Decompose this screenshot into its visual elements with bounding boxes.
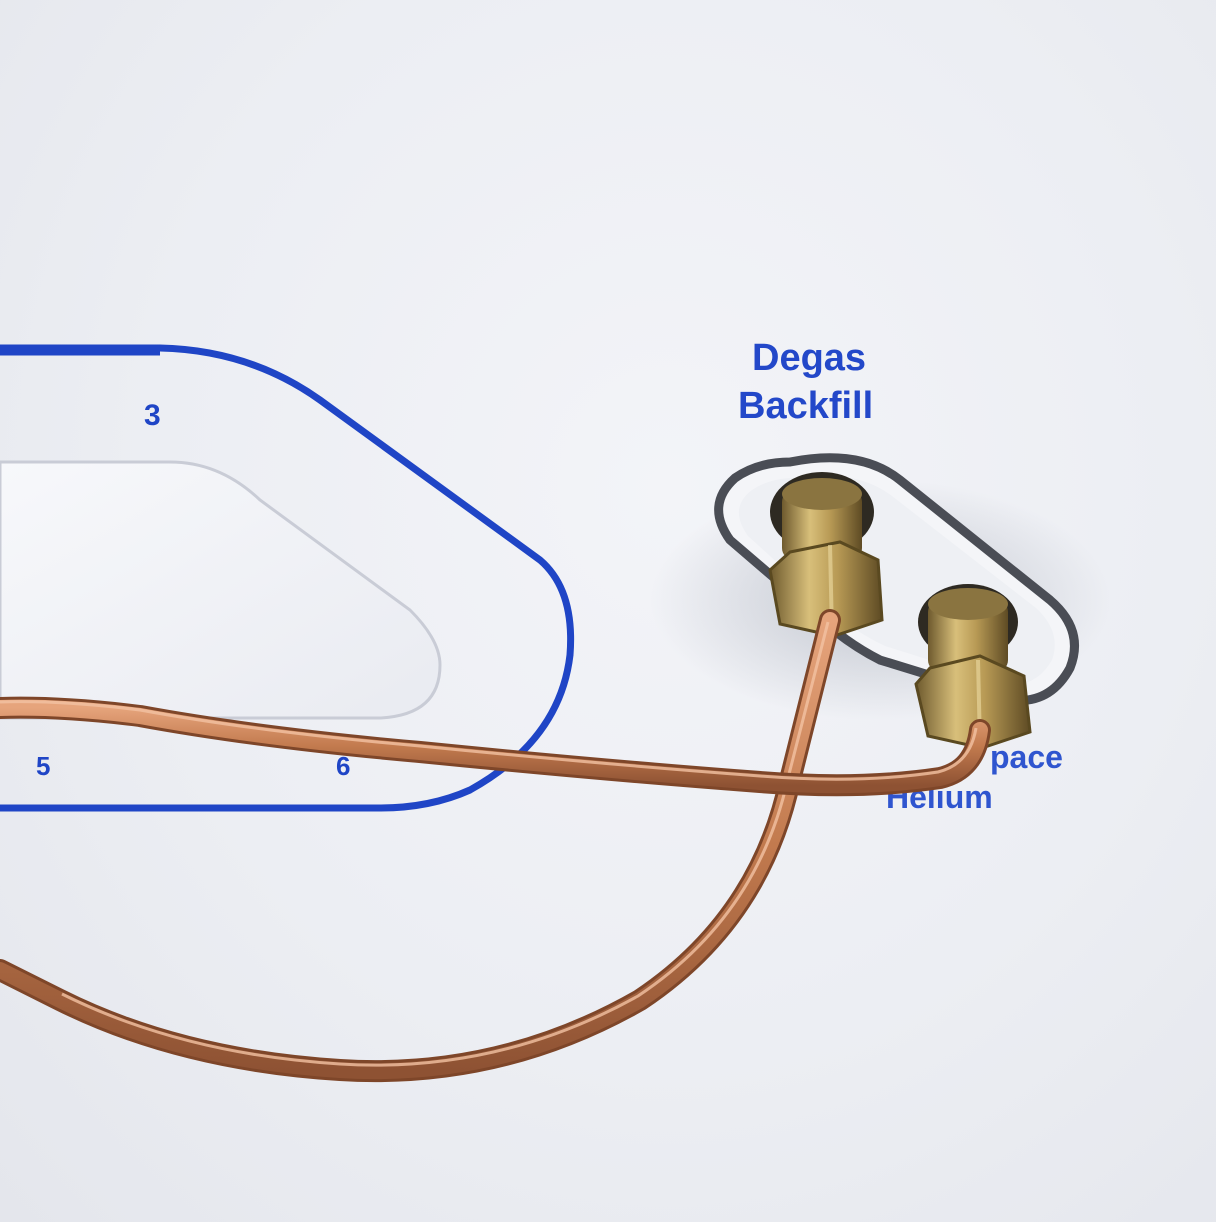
blue-outline <box>0 344 575 812</box>
headspace-label: pace <box>990 739 1063 775</box>
copper-tube-upper-highlight <box>61 621 830 1067</box>
backfill-label: Backfill <box>738 385 873 427</box>
copper-tube-lower-highlight <box>0 700 978 781</box>
lower-fitting-stem <box>928 600 1008 672</box>
copper-tube-lower-body <box>0 699 988 794</box>
lower-fitting-stem-top <box>928 588 1008 620</box>
upper-fitting-stem-top <box>782 478 862 510</box>
degas-label: Degas <box>752 337 866 379</box>
lower-hex-nut <box>914 654 1032 750</box>
port-number-3: 3 <box>144 399 161 432</box>
upper-hex-nut <box>768 540 884 638</box>
recessed-pocket <box>0 460 442 720</box>
port-number-5: 5 <box>36 751 50 781</box>
port-number-6: 6 <box>336 751 350 781</box>
